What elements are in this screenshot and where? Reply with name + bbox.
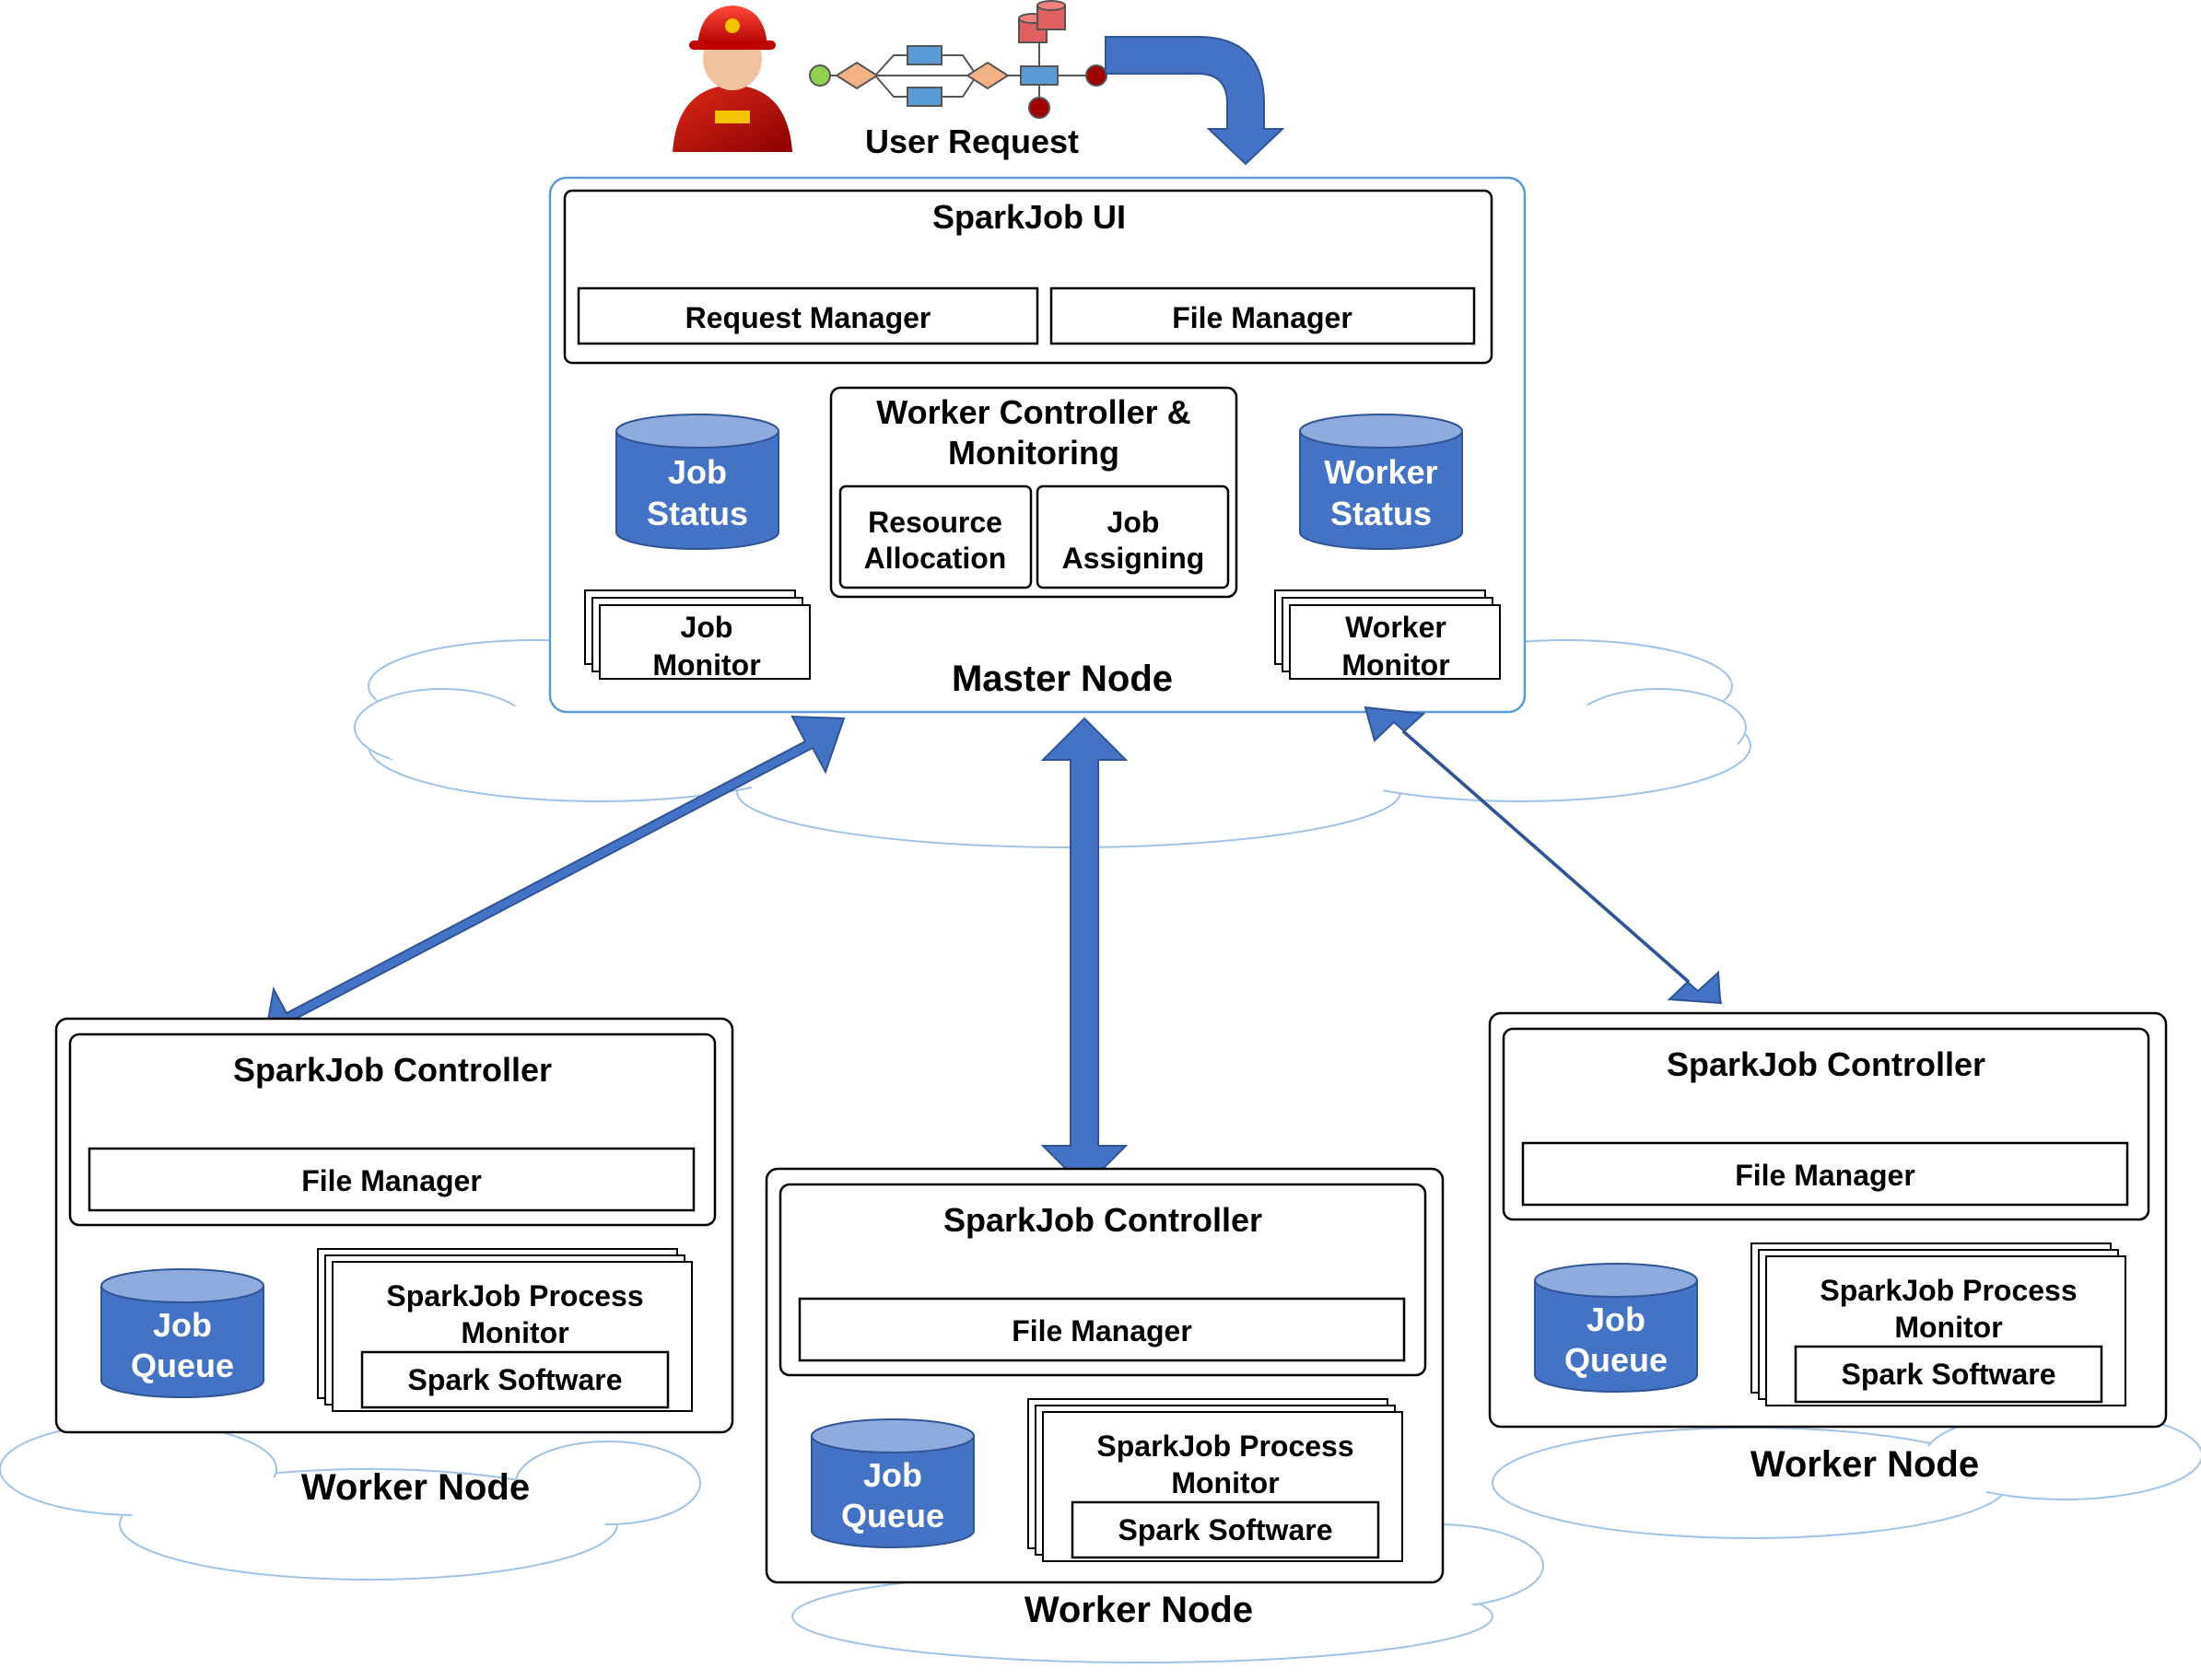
resource-allocation-line2: Allocation — [864, 542, 1007, 575]
worker-node-label: Worker Node — [1024, 1590, 1253, 1630]
worker-file-manager-label: File Manager — [301, 1164, 482, 1197]
file-manager-label: File Manager — [1172, 301, 1352, 334]
job-queue-database-icon: Job Queue — [811, 1418, 975, 1548]
job-queue-line2: Queue — [131, 1347, 234, 1384]
job-queue-line2: Queue — [841, 1497, 944, 1534]
worker-node-middle: SparkJob Controller File Manager Job Que… — [765, 1167, 1445, 1630]
job-monitor-stack: Job Monitor — [584, 589, 811, 682]
spark-software-box — [1071, 1500, 1380, 1559]
worker-controller-title: SparkJob Controller — [1667, 1045, 1985, 1083]
worker-controller-title-2: Monitoring — [948, 434, 1119, 472]
job-status-line1: Job — [668, 453, 727, 491]
process-monitor-line1: SparkJob Process — [1820, 1274, 2077, 1307]
process-monitor-line2: Monitor — [1894, 1311, 2002, 1344]
worker-node-label: Worker Node — [301, 1467, 530, 1508]
job-status-line2: Status — [647, 495, 748, 532]
job-assigning-line2: Assigning — [1062, 542, 1205, 575]
arrow-master-to-right-worker — [1364, 706, 1723, 1005]
worker-file-manager-box — [88, 1147, 696, 1212]
worker-controller-panel: Worker Controller & Monitoring Resource … — [829, 386, 1238, 599]
worker-controller-title: SparkJob Controller — [233, 1051, 552, 1089]
spark-software-label: Spark Software — [1118, 1513, 1333, 1546]
job-monitor-line2: Monitor — [652, 648, 760, 682]
worker-node-right: SparkJob Controller File Manager Job Que… — [1488, 1011, 2168, 1485]
job-queue-line1: Job — [153, 1306, 212, 1344]
worker-file-manager-label: File Manager — [1735, 1159, 1915, 1192]
request-manager-label: Request Manager — [685, 301, 931, 334]
sparkjob-ui-panel: SparkJob UI Request Manager File Manager — [563, 189, 1493, 365]
worker-status-database-icon: Worker Status — [1299, 414, 1463, 550]
job-queue-line1: Job — [863, 1456, 922, 1494]
job-status-database-icon: Job Status — [615, 414, 779, 550]
request-curved-arrow — [1105, 36, 1285, 166]
process-monitor-stack: SparkJob Process Monitor Spark Software — [317, 1248, 693, 1412]
worker-file-manager-label: File Manager — [1012, 1314, 1192, 1348]
file-manager-box — [1049, 286, 1476, 345]
job-assigning-line1: Job — [1107, 506, 1160, 539]
process-monitor-line2: Monitor — [461, 1316, 568, 1349]
user-request-label: User Request — [865, 122, 1079, 160]
resource-allocation-line1: Resource — [868, 506, 1002, 539]
worker-node-left: SparkJob Controller File Manager Job Que… — [54, 1017, 734, 1508]
resource-allocation-box — [838, 484, 1033, 589]
worker-controller-title: SparkJob Controller — [943, 1201, 1262, 1239]
spark-software-box — [1794, 1345, 2103, 1404]
worker-controller-title-1: Worker Controller & — [876, 393, 1190, 431]
sparkjob-ui-title: SparkJob UI — [932, 198, 1126, 236]
process-monitor-stack: SparkJob Process Monitor Spark Software — [1750, 1242, 2126, 1406]
job-monitor-line1: Job — [681, 611, 733, 644]
job-queue-database-icon: Job Queue — [1534, 1263, 1698, 1393]
process-monitor-line1: SparkJob Process — [386, 1279, 643, 1312]
cloud-worker-left — [0, 1422, 701, 1581]
process-monitor-line1: SparkJob Process — [1096, 1429, 1353, 1463]
firefighter-user-icon — [673, 6, 792, 152]
worker-node-label: Worker Node — [1750, 1444, 1979, 1485]
cloud-worker-right — [1492, 1410, 2201, 1539]
worker-file-manager-box — [798, 1297, 1406, 1362]
spark-software-label: Spark Software — [1842, 1358, 2056, 1391]
worker-monitor-line2: Monitor — [1341, 648, 1449, 682]
job-assigning-box — [1036, 484, 1230, 589]
master-node-label: Master Node — [952, 659, 1173, 699]
job-queue-line1: Job — [1586, 1301, 1645, 1338]
worker-file-manager-box — [1521, 1141, 2129, 1207]
spark-software-label: Spark Software — [408, 1363, 623, 1396]
spark-software-box — [360, 1350, 670, 1409]
worker-status-line1: Worker — [1324, 453, 1437, 491]
job-queue-line2: Queue — [1564, 1341, 1668, 1379]
worker-status-line2: Status — [1330, 495, 1432, 532]
workflow-diagram-icon — [809, 0, 1107, 119]
request-manager-box — [577, 286, 1039, 345]
process-monitor-stack: SparkJob Process Monitor Spark Software — [1027, 1398, 1403, 1562]
job-queue-database-icon: Job Queue — [100, 1268, 264, 1398]
worker-monitor-stack: Worker Monitor — [1274, 589, 1501, 682]
process-monitor-line2: Monitor — [1171, 1466, 1279, 1499]
worker-monitor-line1: Worker — [1345, 611, 1446, 644]
